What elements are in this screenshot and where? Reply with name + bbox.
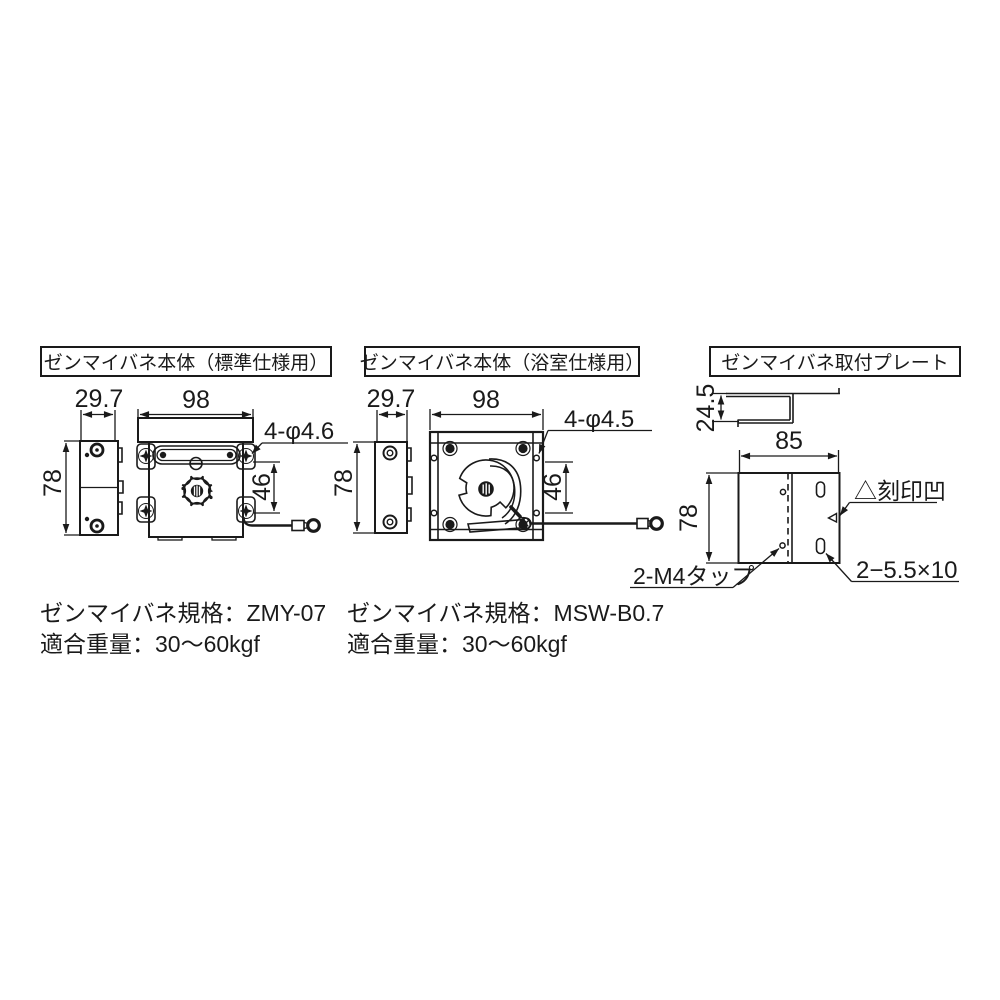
m4-tap-hole [779,542,786,549]
rivet-dot [84,516,90,522]
label-standard-holes: 4-φ4.6 [264,418,334,445]
standard-unit-drawing: 29.7 98 78 46 4-φ4.6 [39,385,348,541]
dim-plate-width: 85 [775,427,803,455]
anchor-screw [519,517,532,530]
label-bathroom-holes: 4-φ4.5 [564,406,634,433]
spec-block-bathroom: ゼンマイバネ規格：MSW-B0.7 適合重量：30～60kgf [347,598,664,660]
technical-drawing: 29.7 98 78 46 4-φ4.6 [39,384,959,589]
bathroom-front-view [428,430,545,542]
dim-plate-flange: 24.5 [692,384,720,433]
mount-slot [815,537,826,555]
bathroom-pull-cable [531,516,664,531]
label-stamp-mark: △刻印凹 [854,478,946,504]
standard-pull-cable [242,516,321,533]
rivet-dot [84,452,90,458]
band-foot [466,518,528,533]
section-title-standard: ゼンマイバネ本体（標準仕様用） [40,346,332,377]
stamp-triangle-mark [827,512,838,524]
mounting-plate-drawing: 24.5 85 78 △刻印凹 2−5.5×10 2-M4タップ [630,384,959,589]
dim-standard-width: 98 [182,386,210,414]
section-title-bathroom: ゼンマイバネ本体（浴室仕様用） [360,346,644,377]
dim-standard-height: 78 [39,469,67,497]
release-lever [509,505,522,519]
cable-eyelet [649,516,664,531]
mount-slot [815,481,826,498]
dim-standard-depth: 29.7 [75,385,124,413]
standard-front-view [136,417,256,541]
standard-side-view [79,440,124,536]
spec-bathroom-model: ゼンマイバネ規格：MSW-B0.7 [347,600,665,626]
dim-plate-height: 78 [675,504,703,532]
mounting-flange [137,417,254,443]
plate-dimension-lines [630,392,959,589]
spec-bathroom-weight: 適合重量：30～60kgf [347,631,567,657]
standard-dimension-lines [62,409,348,536]
dim-bathroom-height: 78 [330,469,358,497]
label-slot-size: 2−5.5×10 [856,557,957,584]
winding-knob [181,475,213,507]
plate-profile-view [726,388,840,427]
plate-face-view [737,472,841,564]
spec-standard-model: ゼンマイバネ規格：ZMY-07 [40,600,327,626]
spec-standard-weight: 適合重量：30～60kgf [40,631,260,657]
m4-tap-hole [779,488,787,496]
dim-bathroom-width: 98 [472,386,500,414]
cable-crimp [291,519,305,532]
bathroom-side-view [374,441,413,534]
dim-bathroom-depth: 29.7 [367,385,416,413]
side-mount-holes [430,454,541,517]
bathroom-unit-drawing: 29.7 98 78 46 4-φ4.5 [330,385,664,542]
tension-band [488,458,522,525]
top-slot [152,445,241,471]
cable-eyelet [306,518,321,533]
spring-reel [458,458,532,533]
section-title-plate: ゼンマイバネ取付プレート [709,346,961,377]
dim-standard-hole-pitch: 46 [248,473,276,501]
cable-crimp [636,517,649,530]
label-tap-size: 2-M4タップ [633,563,754,589]
spec-block-standard: ゼンマイバネ規格：ZMY-07 適合重量：30～60kgf [40,598,326,660]
